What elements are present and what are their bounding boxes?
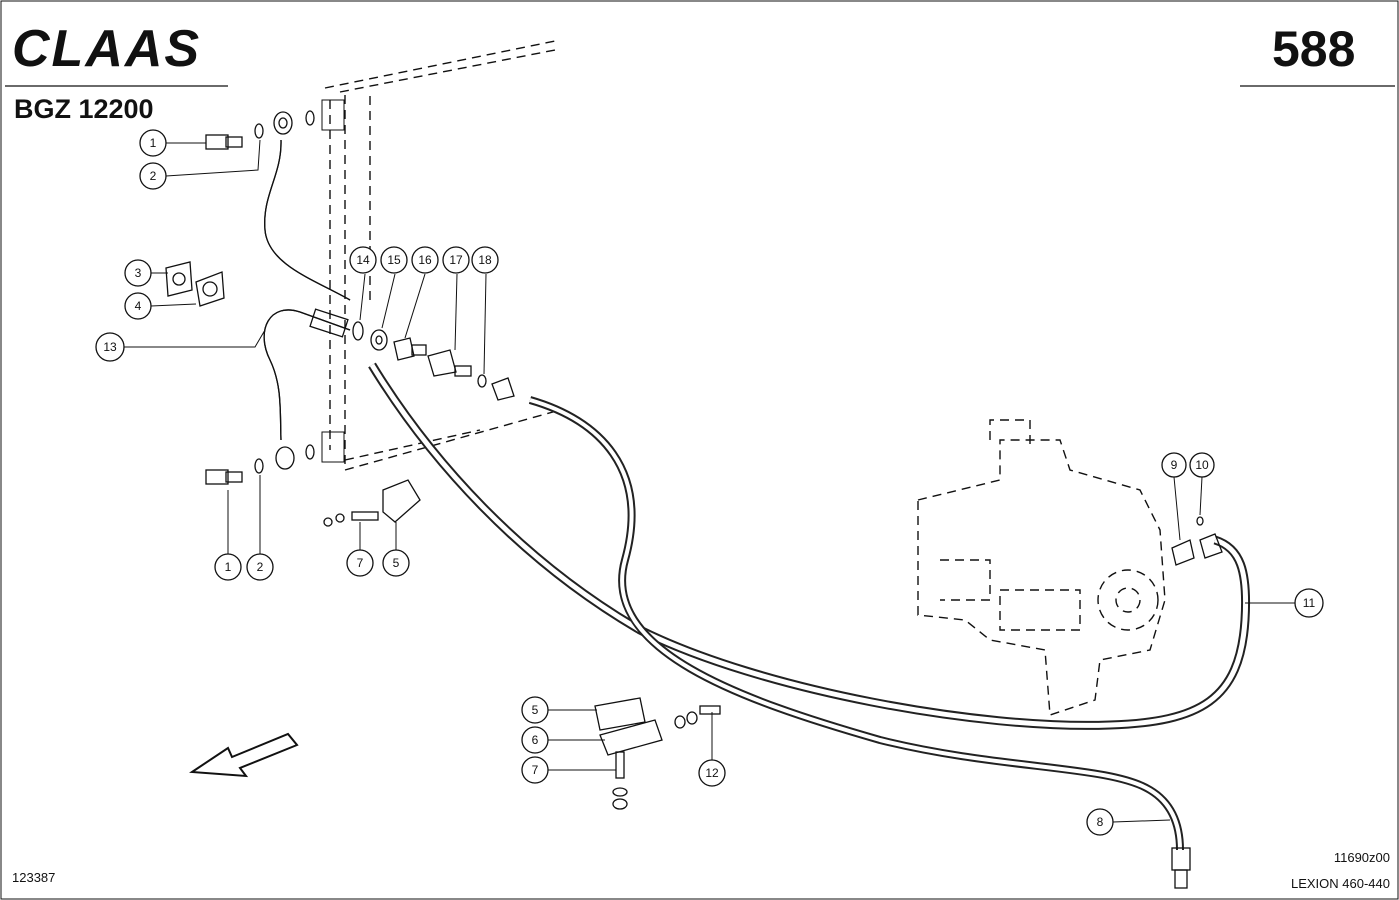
callout-number: 13 (103, 340, 117, 354)
callout-balloon (1189, 452, 1215, 478)
long-hoses (368, 362, 1251, 889)
callout-balloon (442, 246, 470, 274)
callout-number: 2 (257, 560, 264, 574)
callout-balloon (139, 162, 167, 190)
callout-number: 8 (1097, 815, 1104, 829)
callout-number: 14 (356, 253, 370, 267)
upper-hose (205, 110, 351, 301)
callout-balloon (214, 553, 242, 581)
callout-balloon (521, 726, 549, 754)
callout-balloon (95, 332, 125, 362)
brand-logo: CLAAS (12, 20, 201, 78)
callout-number: 4 (135, 299, 142, 313)
callout-number: 7 (357, 556, 364, 570)
callout-number: 15 (387, 253, 401, 267)
callout-balloon (698, 759, 726, 787)
image-id: 123387 (12, 870, 55, 885)
direction-arrow-icon (189, 732, 299, 778)
fittings-row (352, 321, 515, 401)
lower-hose (205, 308, 351, 485)
callout-balloon (1161, 452, 1187, 478)
callout-number: 5 (393, 556, 400, 570)
callout-number: 3 (135, 266, 142, 280)
callout-number: 12 (705, 766, 719, 780)
callout-balloon (346, 549, 374, 577)
callout-balloon (124, 259, 152, 287)
callout-balloon (1294, 588, 1324, 618)
callout-number: 7 (532, 763, 539, 777)
callout-number: 5 (532, 703, 539, 717)
callout-number: 11 (1303, 596, 1316, 610)
callout-balloon (411, 246, 439, 274)
hydraulic-pump (917, 419, 1223, 716)
clamp-assembly (323, 479, 721, 810)
callout-number: 10 (1195, 458, 1209, 472)
callout-balloons: 1 2 3 4 13 1 2 7 5 14 15 16 17 18 9 10 1… (95, 129, 1324, 836)
group-code: BGZ 12200 (14, 94, 154, 124)
callout-balloon (471, 246, 499, 274)
callout-balloon (521, 756, 549, 784)
callout-balloon (521, 696, 549, 724)
callout-number: 16 (418, 253, 432, 267)
callout-balloon (380, 246, 408, 274)
callout-balloon (246, 553, 274, 581)
callout-balloon (124, 292, 152, 320)
flange-parts (165, 261, 225, 307)
callout-balloon (349, 246, 377, 274)
callout-number: 2 (150, 169, 157, 183)
model-label: LEXION 460-440 (1291, 876, 1390, 891)
callout-number: 1 (150, 136, 157, 150)
callout-balloon (139, 129, 167, 157)
callout-number: 17 (449, 253, 463, 267)
callout-balloon (1086, 808, 1114, 836)
callout-balloon (382, 549, 410, 577)
callout-number: 9 (1171, 458, 1178, 472)
leader-lines (124, 139, 1295, 823)
drawing-code: 11690z00 (1334, 850, 1390, 865)
callout-number: 6 (532, 733, 539, 747)
page-number: 588 (1272, 21, 1355, 77)
callout-number: 1 (225, 560, 232, 574)
callout-number: 18 (478, 253, 492, 267)
